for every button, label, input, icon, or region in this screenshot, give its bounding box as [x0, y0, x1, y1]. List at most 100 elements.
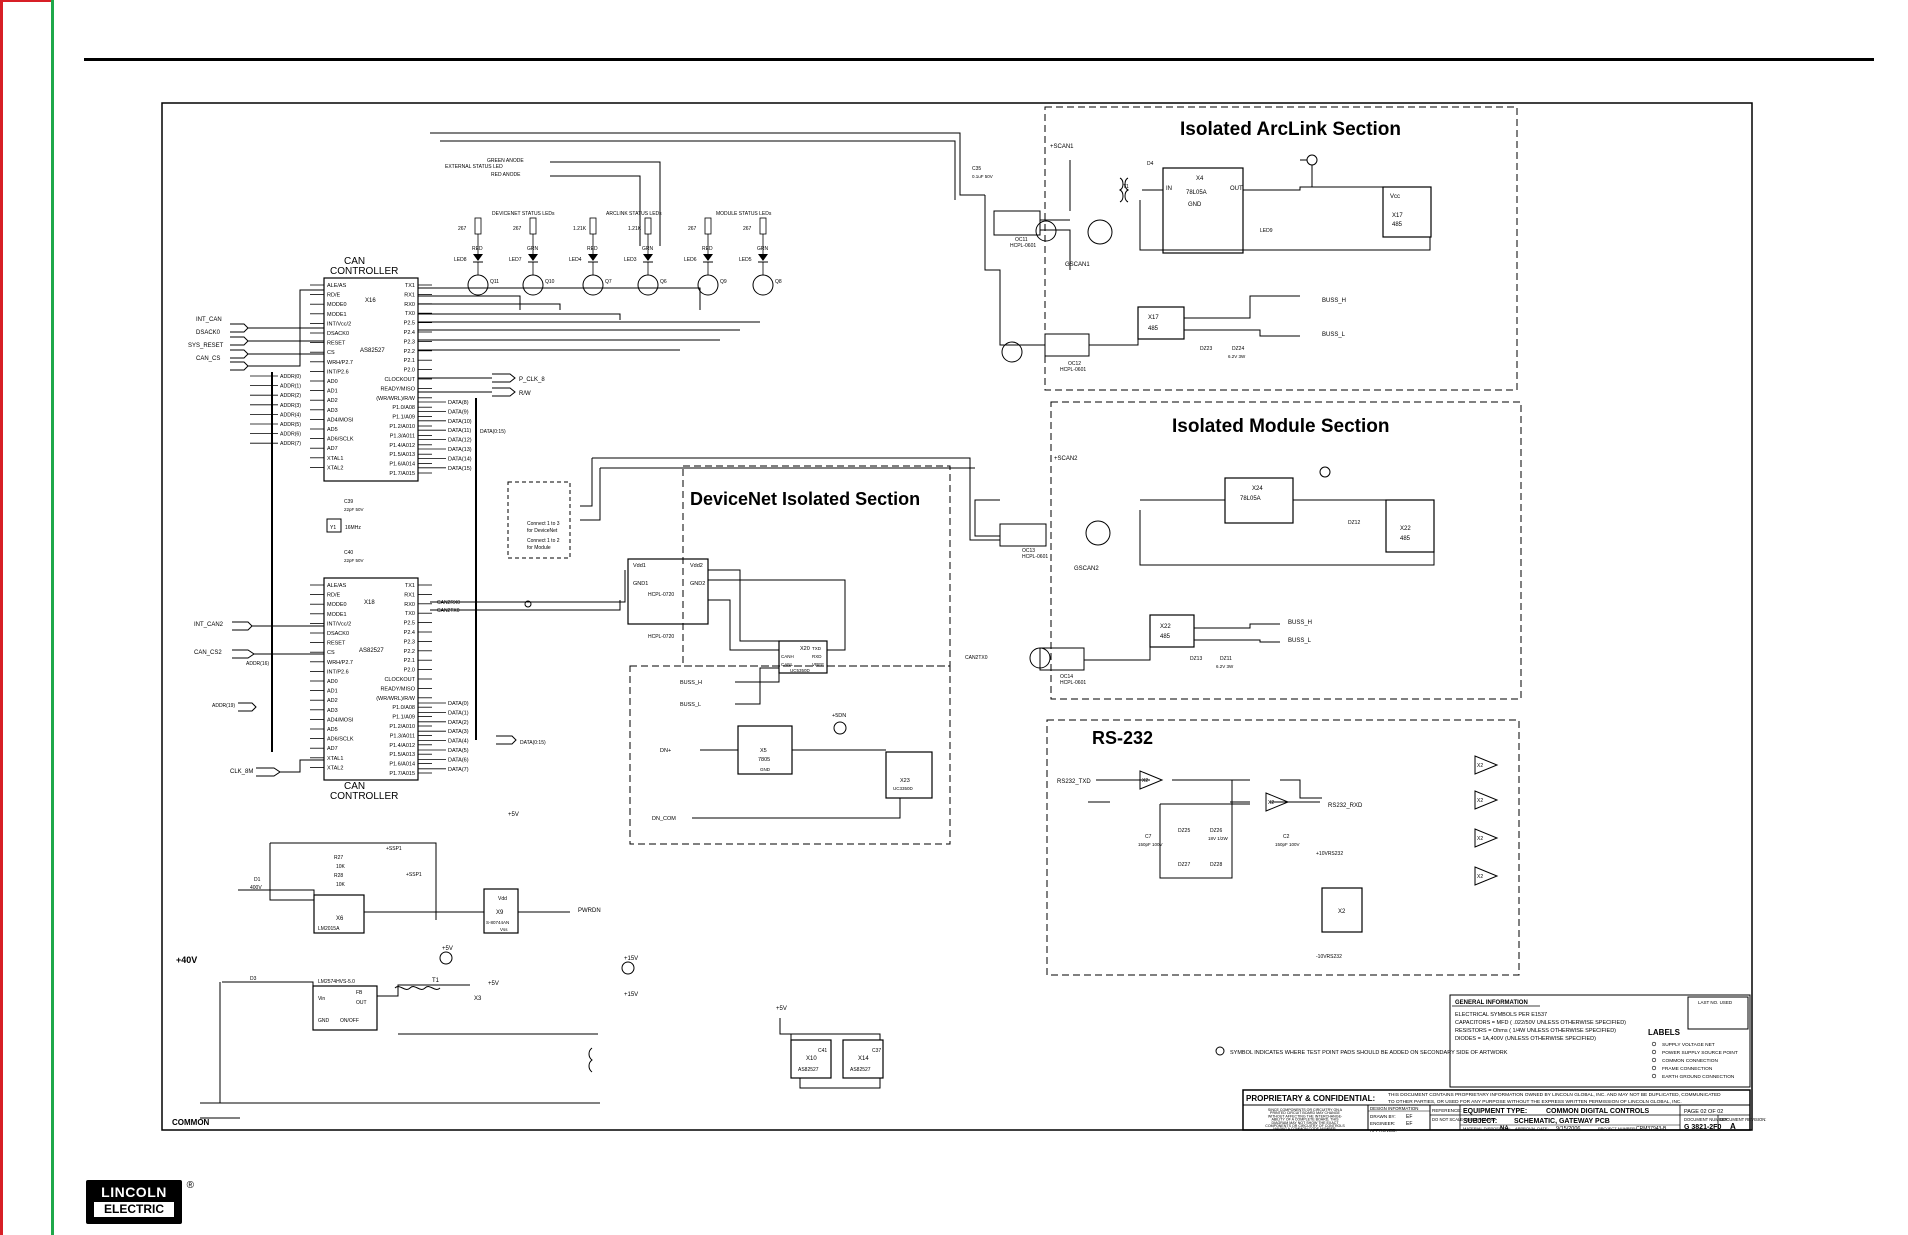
arclink-485-part: 485 — [1148, 326, 1159, 332]
pin-label: P2.5 — [404, 321, 415, 327]
pin-label: INT/P2.6 — [327, 669, 349, 675]
pin-label: RD/E — [327, 293, 340, 299]
p-clk-8-label: P_CLK_8 — [519, 377, 545, 383]
arclink-section-box — [1044, 106, 1518, 391]
left-margin-green-line — [51, 0, 54, 1235]
pin-label: AD0 — [327, 679, 338, 685]
pin-label: P1.7/A015 — [389, 471, 415, 477]
ps-gnd: GND — [318, 1018, 330, 1024]
pin-label: ALE/AS — [327, 583, 347, 589]
gi-line-3: RESISTORS = Ohms ( 1/4W UNLESS OTHERWISE… — [1455, 1028, 1616, 1034]
ps-on-off: ON/OFF — [340, 1018, 359, 1024]
module-485-part: 485 — [1160, 634, 1171, 640]
pin-label: MODE0 — [327, 302, 347, 308]
dn-com-label: DN_COM — [652, 816, 676, 822]
pin-label: AD1 — [327, 389, 338, 395]
since-note-line: HAVING A COMMON CODE NUMBER. — [1273, 1127, 1336, 1131]
ps-vin: Vin — [318, 996, 325, 1002]
pin-label: CS — [327, 350, 335, 356]
bus-label: ADDR(3) — [280, 403, 301, 409]
pin-label: TX0 — [405, 611, 415, 617]
since-note-line: COMPONENTS OR CIRCUITRY OF CONTROLS — [1265, 1124, 1345, 1128]
buffer-ref: X2 — [1142, 778, 1148, 784]
logo-registered-mark: ® — [186, 1180, 194, 1191]
dn-canh: CANH — [781, 654, 794, 659]
pin-label: P2.4 — [404, 330, 415, 336]
ps-x3-ref: X3 — [474, 996, 482, 1002]
dn-buss-h: BUSS_H — [680, 680, 702, 686]
red-anode-label: RED ANODE — [491, 172, 521, 178]
rs232-dz25: DZ25 — [1178, 828, 1190, 834]
connect-1-2: Connect 1 to 2 — [527, 538, 560, 544]
ps-5v-led: +5V — [508, 812, 519, 818]
pin-label: READY/MISO — [380, 386, 415, 392]
pin-label: AD2 — [327, 698, 338, 704]
ps-pwrdn-label: PWRDN — [578, 908, 601, 914]
gi-labels-title: LABELS — [1648, 1028, 1681, 1037]
arclink-x17-ref: X17 — [1392, 213, 1403, 219]
data-bus-top-label: DATA(0:15) — [480, 429, 506, 435]
gi-title: GENERAL INFORMATION — [1455, 1000, 1528, 1006]
ps-15v-top: +15V — [624, 956, 638, 962]
dz24-value: 6.2V 3W — [1228, 354, 1246, 359]
ps-d1-value: 400V — [250, 885, 262, 891]
led-wiring — [418, 132, 985, 393]
c40-value: 22pF 50V — [344, 558, 364, 563]
rs232-dz27: DZ27 — [1178, 862, 1190, 868]
bus-label: ADDR(1) — [280, 384, 301, 390]
int-can-label: INT_CAN — [196, 317, 222, 323]
dn-plus-label: DN+ — [660, 748, 671, 754]
can-top-ref: X16 — [365, 298, 376, 304]
bus-label: DATA(2) — [448, 720, 469, 726]
tb-prop-text-2: TO OTHER PARTIES, OR USED FOR ANY PURPOS… — [1388, 1099, 1682, 1105]
pin-label: AD0 — [327, 379, 338, 385]
buffer-ref: X2 — [1477, 763, 1483, 769]
c41-ref: C41 — [818, 1048, 827, 1054]
module-gscan2-label: GSCAN2 — [1074, 566, 1099, 572]
can-bottom-right-pins: TX1RX1RX0TX0P2.5P2.4P2.3P2.2P2.1P2.0CLOC… — [376, 583, 432, 777]
can2tx0-label: CAN2TX0 — [437, 608, 460, 614]
tb-doc-revision: DOCUMENT REVISION: — [1720, 1117, 1766, 1122]
tb-equipment-type: EQUIPMENT TYPE: — [1463, 1108, 1527, 1115]
pin-label: (WR/WRL)/R/W — [376, 696, 416, 702]
status-led-block: EXTERNAL STATUS LED GREEN ANODE RED ANOD… — [445, 158, 782, 296]
dn-x5-part: 7805 — [758, 757, 770, 763]
pin-label: AD3 — [327, 408, 338, 414]
pin-label: RD/E — [327, 593, 340, 599]
oc12-part: HCPL-0601 — [1060, 367, 1086, 373]
test-point-note: SYMBOL INDICATES WHERE TEST POINT PADS S… — [1215, 1046, 1508, 1056]
dn-x23-part: UC3350D — [893, 786, 914, 791]
pin-label: TX0 — [405, 311, 415, 317]
ps-x6-part: LM2015A — [318, 926, 340, 932]
rs232-dz26: DZ26 — [1210, 828, 1222, 834]
ps-t1-ref: T1 — [432, 978, 440, 984]
addr19-label: ADDR(19) — [212, 703, 235, 709]
pin-label: P2.5 — [404, 621, 415, 627]
ps-d1-ref: D1 — [254, 877, 261, 883]
buffer-ref: X2 — [1477, 874, 1483, 880]
tb-drawn-by: DRAWN BY: — [1370, 1114, 1396, 1119]
bus-label: DATA(5) — [448, 748, 469, 754]
can-bottom-left-pins: ALE/ASRD/EMODE0MODE1INT/Vcc/2DSACK0RESET… — [310, 583, 354, 771]
devicenet-section-box — [682, 465, 951, 667]
dz12-ref: DZ12 — [1348, 520, 1360, 526]
module-section-title: Isolated Module Section — [1172, 416, 1389, 437]
address-bus-labels: ADDR(0)ADDR(1)ADDR(2)ADDR(3)ADDR(4)ADDR(… — [250, 374, 301, 447]
dn-x5-gnd: GND — [760, 767, 771, 772]
pin-label: ALE/AS — [327, 283, 347, 289]
tb-doc-val: G 3821-2F0 — [1684, 1124, 1721, 1131]
bus-label: DATA(1) — [448, 710, 469, 716]
tb-do-not-scale: DO NOT SCALE THIS DRAWING — [1432, 1117, 1495, 1122]
c39-value: 22pF 50V — [344, 507, 364, 512]
module-buss-l: BUSS_L — [1288, 638, 1312, 644]
pin-label: AD5 — [327, 427, 338, 433]
rs232-rxd-label: RS232_RXD — [1328, 803, 1363, 809]
pin-label: AD1 — [327, 689, 338, 695]
dn-vdd2: Vdd2 — [690, 563, 703, 569]
bus-label: ADDR(4) — [280, 412, 301, 418]
buffer-ref: X2 — [1268, 800, 1274, 806]
pin-label: CLOCKOUT — [384, 677, 415, 683]
decoupling-block: X10 AS82527 X14 AS82527 C41 C37 +5V — [776, 1006, 884, 1089]
data-bus-bottom-label: DATA(0:15) — [520, 740, 546, 746]
pin-label: MODE0 — [327, 602, 347, 608]
